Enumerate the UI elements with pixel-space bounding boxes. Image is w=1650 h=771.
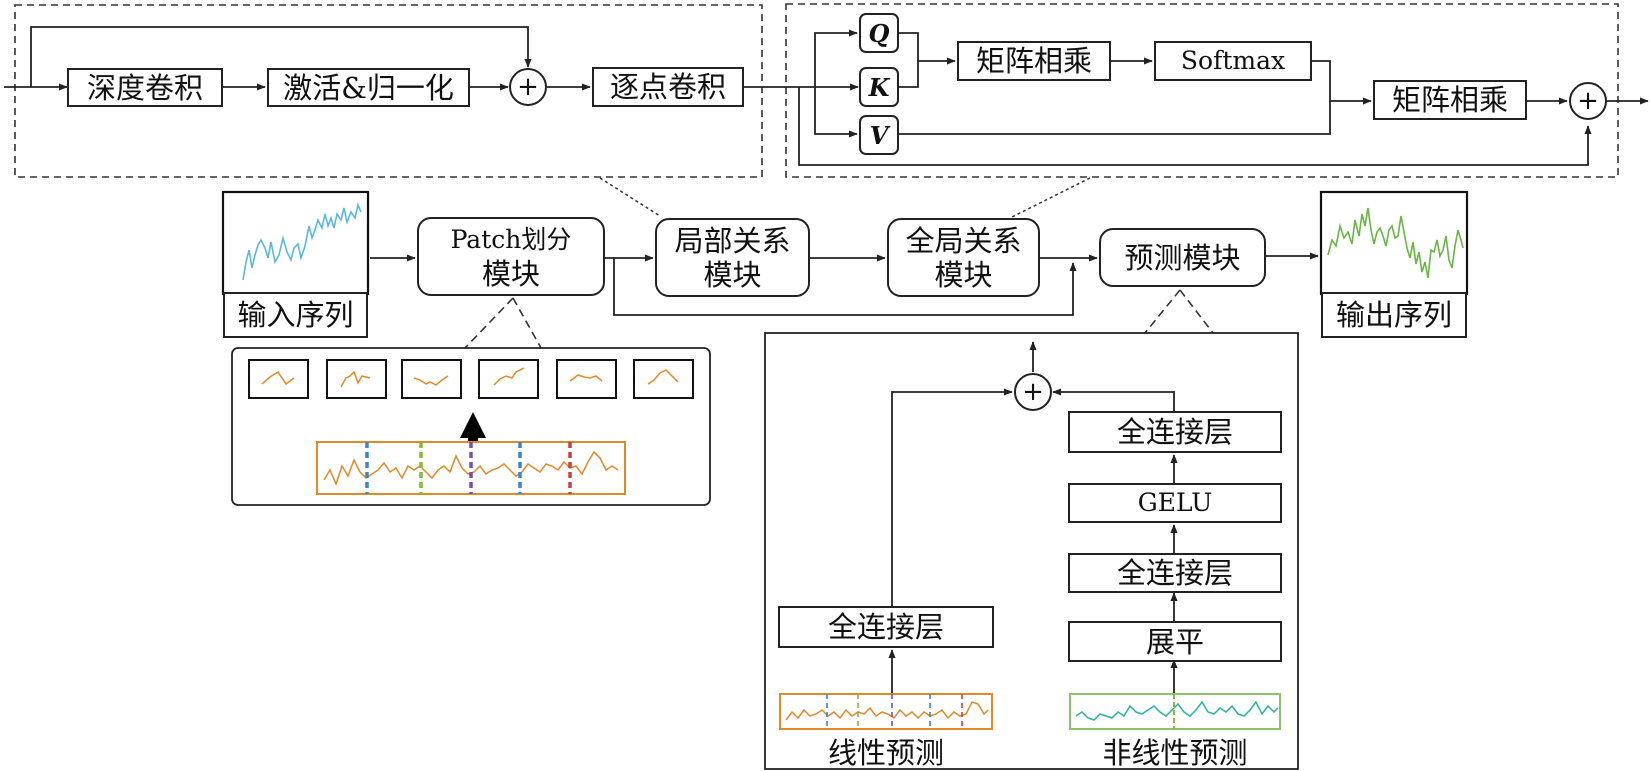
nonlinear-series-line [1075, 700, 1279, 721]
nonlinear-fc-mid-box: 全连接层 [1068, 553, 1282, 593]
patch-detail-frame [231, 347, 711, 506]
global-module-line2: 模块 [934, 257, 993, 292]
patch-thumb-line [340, 370, 371, 388]
patch-thumb-line [493, 367, 525, 386]
predict-detail-frame [764, 332, 1299, 770]
flatten-box: 展平 [1068, 621, 1282, 662]
patch-callout-line [464, 297, 514, 349]
input-series-line [242, 202, 362, 281]
global-module-line1: 全局关系 [905, 223, 1022, 258]
matmul-box-1: 矩阵相乘 [957, 41, 1111, 81]
patch-callout-line [512, 297, 542, 349]
global-callout-line [1009, 177, 1091, 219]
local-callout-line [599, 177, 661, 217]
depthwise-conv-box: 深度卷积 [67, 68, 223, 107]
patch-thumb [556, 359, 617, 399]
nonlinear-prediction-label: 非线性预测 [1102, 736, 1248, 770]
output-series-label: 输出序列 [1321, 292, 1467, 338]
output-series-panel [1319, 190, 1469, 296]
input-series-panel [221, 190, 370, 296]
local-module-line2: 模块 [703, 257, 762, 292]
prediction-add-node: + [1014, 373, 1052, 411]
prediction-module: 预测模块 [1099, 228, 1266, 287]
patch-thumb-line [569, 374, 603, 382]
linear-series-line [785, 701, 989, 721]
value-box: V [859, 115, 899, 155]
patch-thumb-line [261, 370, 295, 386]
predict-callout-line [1144, 289, 1181, 334]
global-detail-frame [785, 3, 1619, 178]
pointwise-conv-box: 逐点卷积 [592, 67, 744, 107]
linear-fc-box: 全连接层 [778, 606, 994, 648]
key-box: K [859, 67, 899, 107]
thick-up-arrow-icon [460, 412, 486, 454]
linear-prediction-label: 线性预测 [827, 736, 944, 770]
patch-module-line2: 模块 [481, 256, 540, 291]
patch-module-line1: Patch划分 [450, 224, 572, 254]
predict-callout-line [1179, 289, 1214, 334]
query-box: Q [859, 13, 899, 53]
patch-thumb [633, 359, 694, 399]
patch-thumb [248, 359, 309, 399]
global-relation-module: 全局关系 模块 [887, 218, 1040, 297]
patch-thumb [478, 359, 539, 399]
patch-thumb-line [413, 375, 449, 386]
patch-module: Patch划分 模块 [417, 217, 605, 296]
global-residual-add-node: + [1569, 82, 1607, 120]
input-series-label: 输入序列 [223, 292, 368, 338]
local-detail-frame [14, 4, 763, 178]
local-relation-module: 局部关系 模块 [655, 218, 810, 297]
activation-norm-box: 激活&归一化 [267, 68, 470, 107]
local-module-line1: 局部关系 [674, 223, 791, 258]
softmax-box: Softmax [1154, 41, 1312, 81]
output-series-line [1327, 207, 1464, 279]
linear-series-strip [779, 693, 993, 730]
patch-thumb [401, 359, 462, 399]
gelu-box: GELU [1068, 483, 1282, 523]
residual-add-node: + [509, 68, 547, 106]
matmul-box-2: 矩阵相乘 [1373, 80, 1527, 120]
nonlinear-fc-top-box: 全连接层 [1068, 411, 1282, 453]
patch-thumb-line [647, 369, 679, 385]
